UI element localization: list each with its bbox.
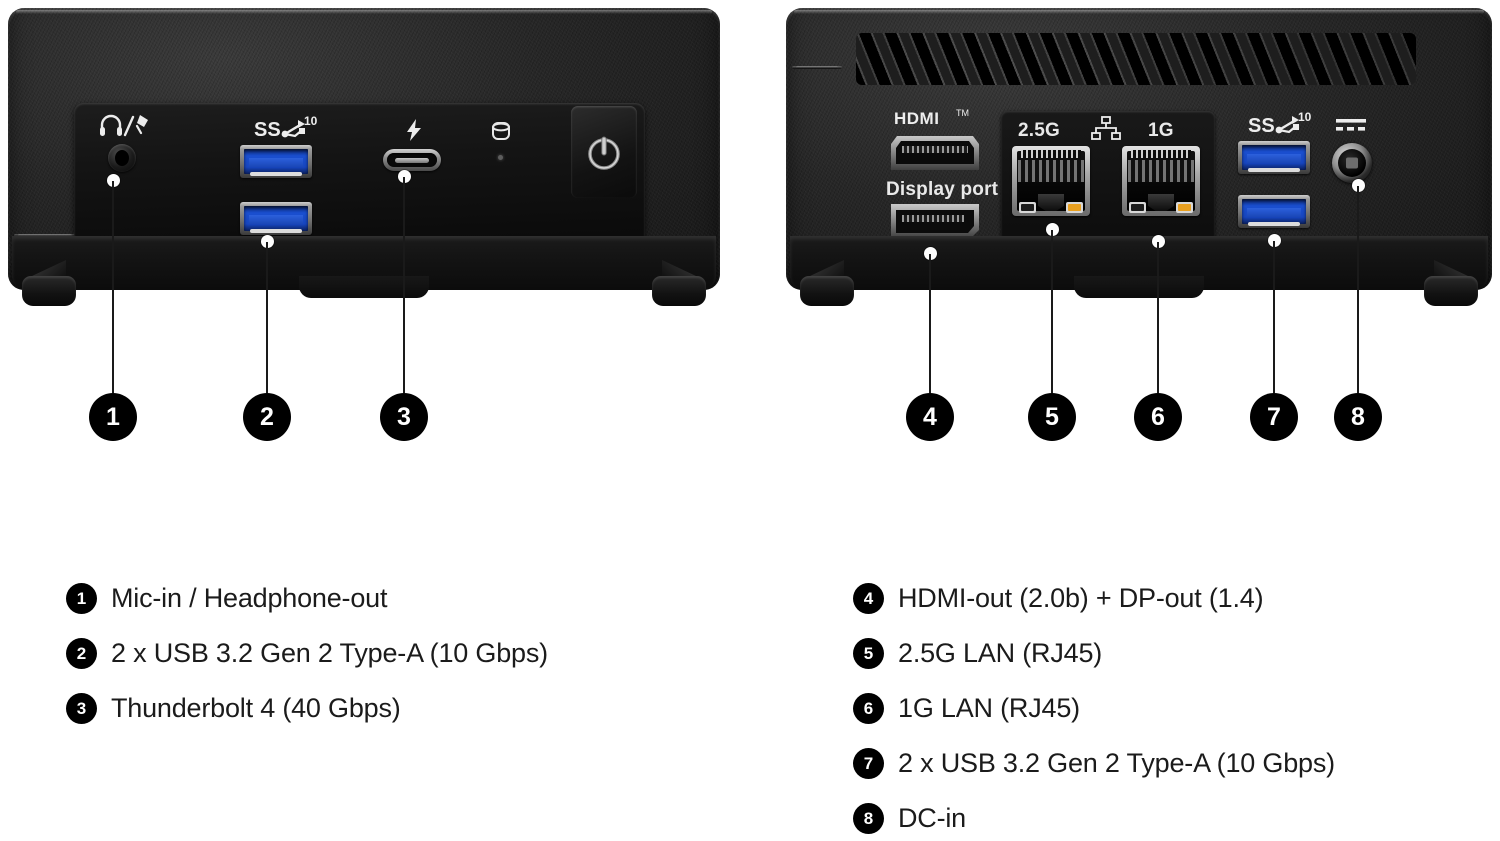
- thunderbolt-icon: [404, 118, 424, 142]
- leader-dot-6: [1152, 235, 1165, 248]
- legend-number: 1: [66, 582, 97, 614]
- legend-row[interactable]: 3 Thunderbolt 4 (40 Gbps): [66, 688, 401, 728]
- leader-line-2: [266, 242, 268, 393]
- legend-label: 2 x USB 3.2 Gen 2 Type-A (10 Gbps): [111, 637, 548, 668]
- legend-row[interactable]: 8 DC-in: [853, 798, 966, 838]
- legend-row[interactable]: 5 2.5G LAN (RJ45): [853, 633, 1102, 673]
- svg-text:HDMI: HDMI: [894, 109, 939, 128]
- dc-in-port[interactable]: [1332, 143, 1372, 183]
- lan-25g-label: 2.5G: [1018, 120, 1060, 141]
- callout-marker-2[interactable]: 2: [243, 393, 291, 441]
- usb-a-port-bottom[interactable]: [240, 202, 312, 235]
- callout-marker-6[interactable]: 6: [1134, 393, 1182, 441]
- hdmi-icon: HDMI TM: [894, 108, 980, 128]
- chassis-top-highlight-rear: [794, 10, 1484, 14]
- legend-label: Mic-in / Headphone-out: [111, 582, 388, 613]
- legend-number: 2: [66, 637, 97, 669]
- chassis-foot-left: [22, 276, 76, 306]
- callout-marker-1[interactable]: 1: [89, 393, 137, 441]
- usb-a-port-rear-top[interactable]: [1238, 141, 1310, 174]
- hdmi-port[interactable]: [891, 136, 979, 170]
- lan-1g-label: 1G: [1148, 120, 1174, 141]
- legend-label: 2 x USB 3.2 Gen 2 Type-A (10 Gbps): [898, 747, 1335, 778]
- legend-row[interactable]: 1 Mic-in / Headphone-out: [66, 578, 387, 618]
- legend-row[interactable]: 6 1G LAN (RJ45): [853, 688, 1080, 728]
- hdd-activity-icon: [489, 120, 513, 142]
- legend-label: HDMI-out (2.0b) + DP-out (1.4): [898, 582, 1264, 613]
- legend-row[interactable]: 2 2 x USB 3.2 Gen 2 Type-A (10 Gbps): [66, 633, 548, 673]
- callout-marker-4[interactable]: 4: [906, 393, 954, 441]
- callout-marker-7[interactable]: 7: [1250, 393, 1298, 441]
- leader-line-4: [929, 254, 931, 393]
- chassis-seam-right: [18, 234, 76, 237]
- svg-text:10: 10: [1298, 110, 1312, 124]
- legend-number: 8: [853, 802, 884, 834]
- leader-line-6: [1157, 242, 1159, 393]
- rj45-port-25g[interactable]: [1012, 146, 1090, 216]
- leader-dot-3: [398, 170, 411, 183]
- legend-row[interactable]: 7 2 x USB 3.2 Gen 2 Type-A (10 Gbps): [853, 743, 1335, 783]
- legend-label: 2.5G LAN (RJ45): [898, 637, 1103, 668]
- leader-dot-2: [261, 235, 274, 248]
- ventilation-grille: [856, 33, 1416, 85]
- front-view-chassis: SS 10: [8, 8, 720, 306]
- leader-dot-4: [924, 247, 937, 260]
- leader-dot-8: [1352, 179, 1365, 192]
- leader-line-8: [1357, 186, 1359, 393]
- leader-line-5: [1051, 230, 1053, 393]
- legend-number: 6: [853, 692, 884, 724]
- usb-a-port-rear-bottom[interactable]: [1238, 195, 1310, 228]
- legend-label: 1G LAN (RJ45): [898, 692, 1080, 723]
- dc-in-icon: [1334, 115, 1368, 135]
- headphone-mic-icon: [96, 112, 152, 138]
- legend-number: 3: [66, 692, 97, 724]
- leader-line-7: [1273, 241, 1275, 393]
- callout-marker-5[interactable]: 5: [1028, 393, 1076, 441]
- chassis-top-highlight: [16, 10, 712, 14]
- thunderbolt-port[interactable]: [383, 149, 441, 171]
- chassis-seam-right-rear: [796, 66, 842, 69]
- chassis-foot-left-rear: [800, 276, 854, 306]
- legend-number: 4: [853, 582, 884, 614]
- usb-superspeed-10-icon: SS 10: [254, 114, 318, 141]
- svg-text:10: 10: [304, 114, 318, 128]
- lan-network-icon: [1090, 116, 1122, 142]
- leader-dot-5: [1046, 223, 1059, 236]
- displayport-label: Display port: [886, 179, 999, 200]
- displayport-port[interactable]: [891, 204, 979, 238]
- front-io-plate: [74, 103, 645, 243]
- legend-number: 5: [853, 637, 884, 669]
- chassis-base-notch: [299, 276, 429, 298]
- legend-label: Thunderbolt 4 (40 Gbps): [111, 692, 401, 723]
- svg-text:SS: SS: [254, 119, 281, 140]
- svg-text:TM: TM: [956, 108, 969, 118]
- leader-line-1: [112, 181, 114, 393]
- rear-view-chassis: HDMI TM Display port 2.5G 1G: [786, 8, 1492, 306]
- rj45-port-1g[interactable]: [1122, 146, 1200, 216]
- chassis-foot-right-rear: [1424, 276, 1478, 306]
- hdd-activity-led: [498, 155, 503, 160]
- chassis-foot-right: [652, 276, 706, 306]
- leader-dot-1: [107, 174, 120, 187]
- power-icon[interactable]: [584, 133, 624, 173]
- legend-row[interactable]: 4 HDMI-out (2.0b) + DP-out (1.4): [853, 578, 1264, 618]
- leader-line-3: [403, 177, 405, 393]
- callout-marker-3[interactable]: 3: [380, 393, 428, 441]
- svg-text:SS: SS: [1248, 115, 1275, 136]
- leader-dot-7: [1268, 234, 1281, 247]
- chassis-base-notch-rear: [1074, 276, 1204, 298]
- legend-label: DC-in: [898, 802, 967, 833]
- usb-superspeed-10-icon-rear: SS 10: [1248, 110, 1312, 137]
- audio-jack-port[interactable]: [108, 144, 136, 172]
- legend-number: 7: [853, 747, 884, 779]
- usb-a-port-top[interactable]: [240, 145, 312, 178]
- callout-marker-8[interactable]: 8: [1334, 393, 1382, 441]
